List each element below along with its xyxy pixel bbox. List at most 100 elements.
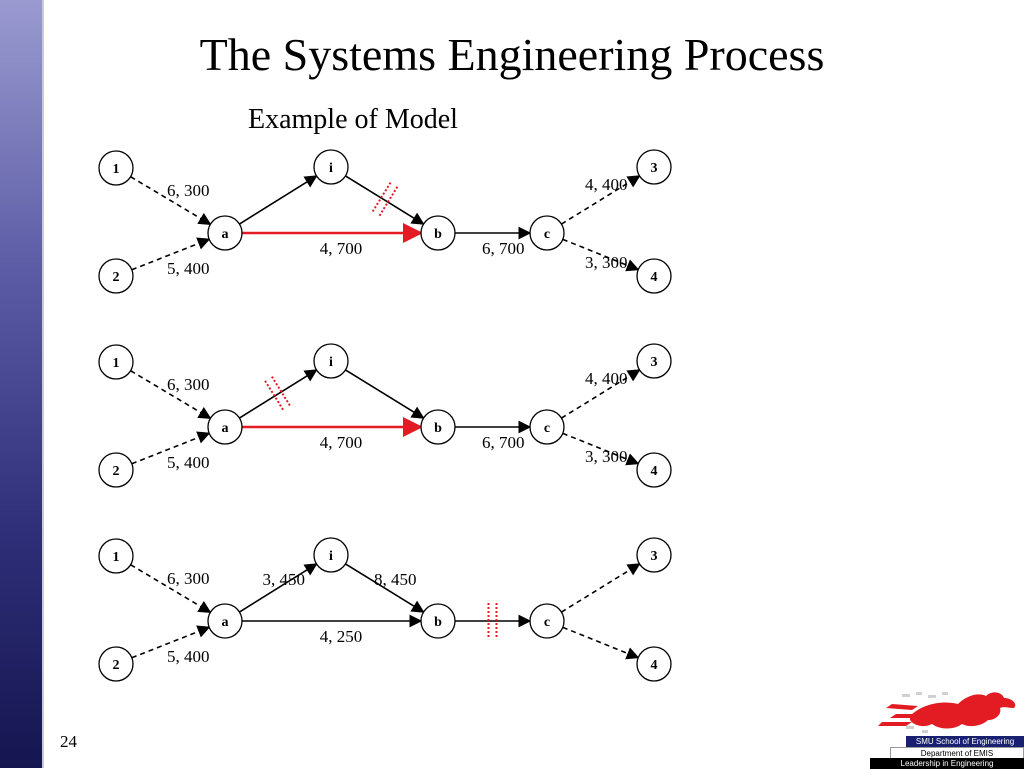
node-label: 3 (651, 549, 658, 564)
edge-c-n3 (561, 563, 641, 613)
node-circle (420, 603, 456, 639)
node-i: i (313, 343, 349, 379)
edge-label-n1-a: 6, 300 (167, 569, 210, 588)
node-label: i (329, 161, 333, 176)
edge-label-n2-a: 5, 400 (167, 259, 210, 278)
edge-c-n4 (562, 626, 640, 660)
node-1: 1 (98, 150, 134, 186)
node-label: b (434, 615, 442, 630)
edge-n1-a (130, 370, 212, 419)
node-label: 4 (651, 464, 658, 479)
edge-c-n3 (561, 369, 641, 419)
node-3: 3 (636, 149, 672, 185)
edge-label-n2-a: 5, 400 (167, 453, 210, 472)
node-circle (529, 603, 565, 639)
node-circle (529, 215, 565, 251)
node-4: 4 (636, 258, 672, 294)
edge-c-n4 (562, 238, 640, 272)
edge-n1-a (130, 176, 212, 225)
node-c: c (529, 215, 565, 251)
node-circle (636, 537, 672, 573)
node-circle (207, 215, 243, 251)
node-label: a (222, 421, 229, 436)
edge-label-b-c: 6, 700 (482, 433, 525, 452)
node-3: 3 (636, 343, 672, 379)
node-circle (636, 258, 672, 294)
node-b: b (420, 409, 456, 445)
node-2: 2 (98, 258, 134, 294)
edge-label-n1-a: 6, 300 (167, 375, 210, 394)
edge-a-i (239, 563, 318, 613)
node-circle (313, 343, 349, 379)
node-circle (636, 149, 672, 185)
node-circle (636, 452, 672, 488)
edge-label-n2-a: 5, 400 (167, 647, 210, 666)
node-label: 3 (651, 161, 658, 176)
edge-label-a-i: 3, 450 (263, 570, 306, 589)
edge-label-c-n4: 3, 300 (585, 253, 628, 272)
node-label: i (329, 355, 333, 370)
edge-n2-a (131, 431, 211, 465)
edge-label-c-n3: 4, 400 (585, 369, 628, 388)
node-c: c (529, 603, 565, 639)
node-circle (98, 452, 134, 488)
node-circle (529, 409, 565, 445)
node-a: a (207, 215, 243, 251)
node-label: 4 (651, 270, 658, 285)
page-number: 24 (60, 732, 77, 751)
node-3: 3 (636, 537, 672, 573)
cut-mark (377, 186, 399, 218)
node-i: i (313, 149, 349, 185)
cut-mark (264, 380, 285, 412)
edge-n2-a (131, 625, 211, 659)
node-circle (98, 538, 134, 574)
node-2: 2 (98, 452, 134, 488)
node-label: 1 (113, 550, 120, 565)
node-4: 4 (636, 452, 672, 488)
slide-title: The Systems Engineering Process (199, 29, 825, 80)
diagram-1: 6, 300 5, 400 4, 700 6, 700 4, 400 3, 300 1 2 a i… (98, 149, 672, 294)
edge-i-b (345, 369, 425, 419)
node-label: 1 (113, 162, 120, 177)
node-circle (420, 215, 456, 251)
node-circle (313, 537, 349, 573)
node-1: 1 (98, 344, 134, 380)
node-4: 4 (636, 646, 672, 682)
edge-i-b (345, 563, 425, 613)
logo-school: SMU School of Engineering (906, 736, 1024, 747)
edge-label-n1-a: 6, 300 (167, 181, 210, 200)
node-label: a (222, 615, 229, 630)
edge-label-b-c: 6, 700 (482, 239, 525, 258)
node-a: a (207, 603, 243, 639)
cut-mark (370, 182, 392, 214)
node-circle (98, 646, 134, 682)
edge-n2-a (131, 237, 211, 271)
node-label: c (544, 227, 550, 242)
node-i: i (313, 537, 349, 573)
edge-label-a-b: 4, 250 (320, 627, 363, 646)
edge-label-a-b: 4, 700 (320, 239, 363, 258)
edge-i-b (345, 175, 425, 225)
node-circle (636, 646, 672, 682)
node-circle (636, 343, 672, 379)
node-label: c (544, 615, 550, 630)
node-label: 4 (651, 658, 658, 673)
edge-c-n3 (561, 175, 641, 225)
node-label: 1 (113, 356, 120, 371)
cut-mark (271, 376, 292, 408)
edge-label-a-b: 4, 700 (320, 433, 363, 452)
node-label: 2 (113, 270, 120, 285)
node-circle (420, 409, 456, 445)
node-circle (207, 603, 243, 639)
edge-label-i-b: 8, 450 (374, 570, 417, 589)
node-label: b (434, 227, 442, 242)
node-1: 1 (98, 538, 134, 574)
edge-label-c-n3: 4, 400 (585, 175, 628, 194)
node-b: b (420, 603, 456, 639)
node-circle (207, 409, 243, 445)
node-2: 2 (98, 646, 134, 682)
node-circle (98, 150, 134, 186)
node-c: c (529, 409, 565, 445)
smu-logo: SMU School of Engineering Department of … (862, 686, 1024, 769)
